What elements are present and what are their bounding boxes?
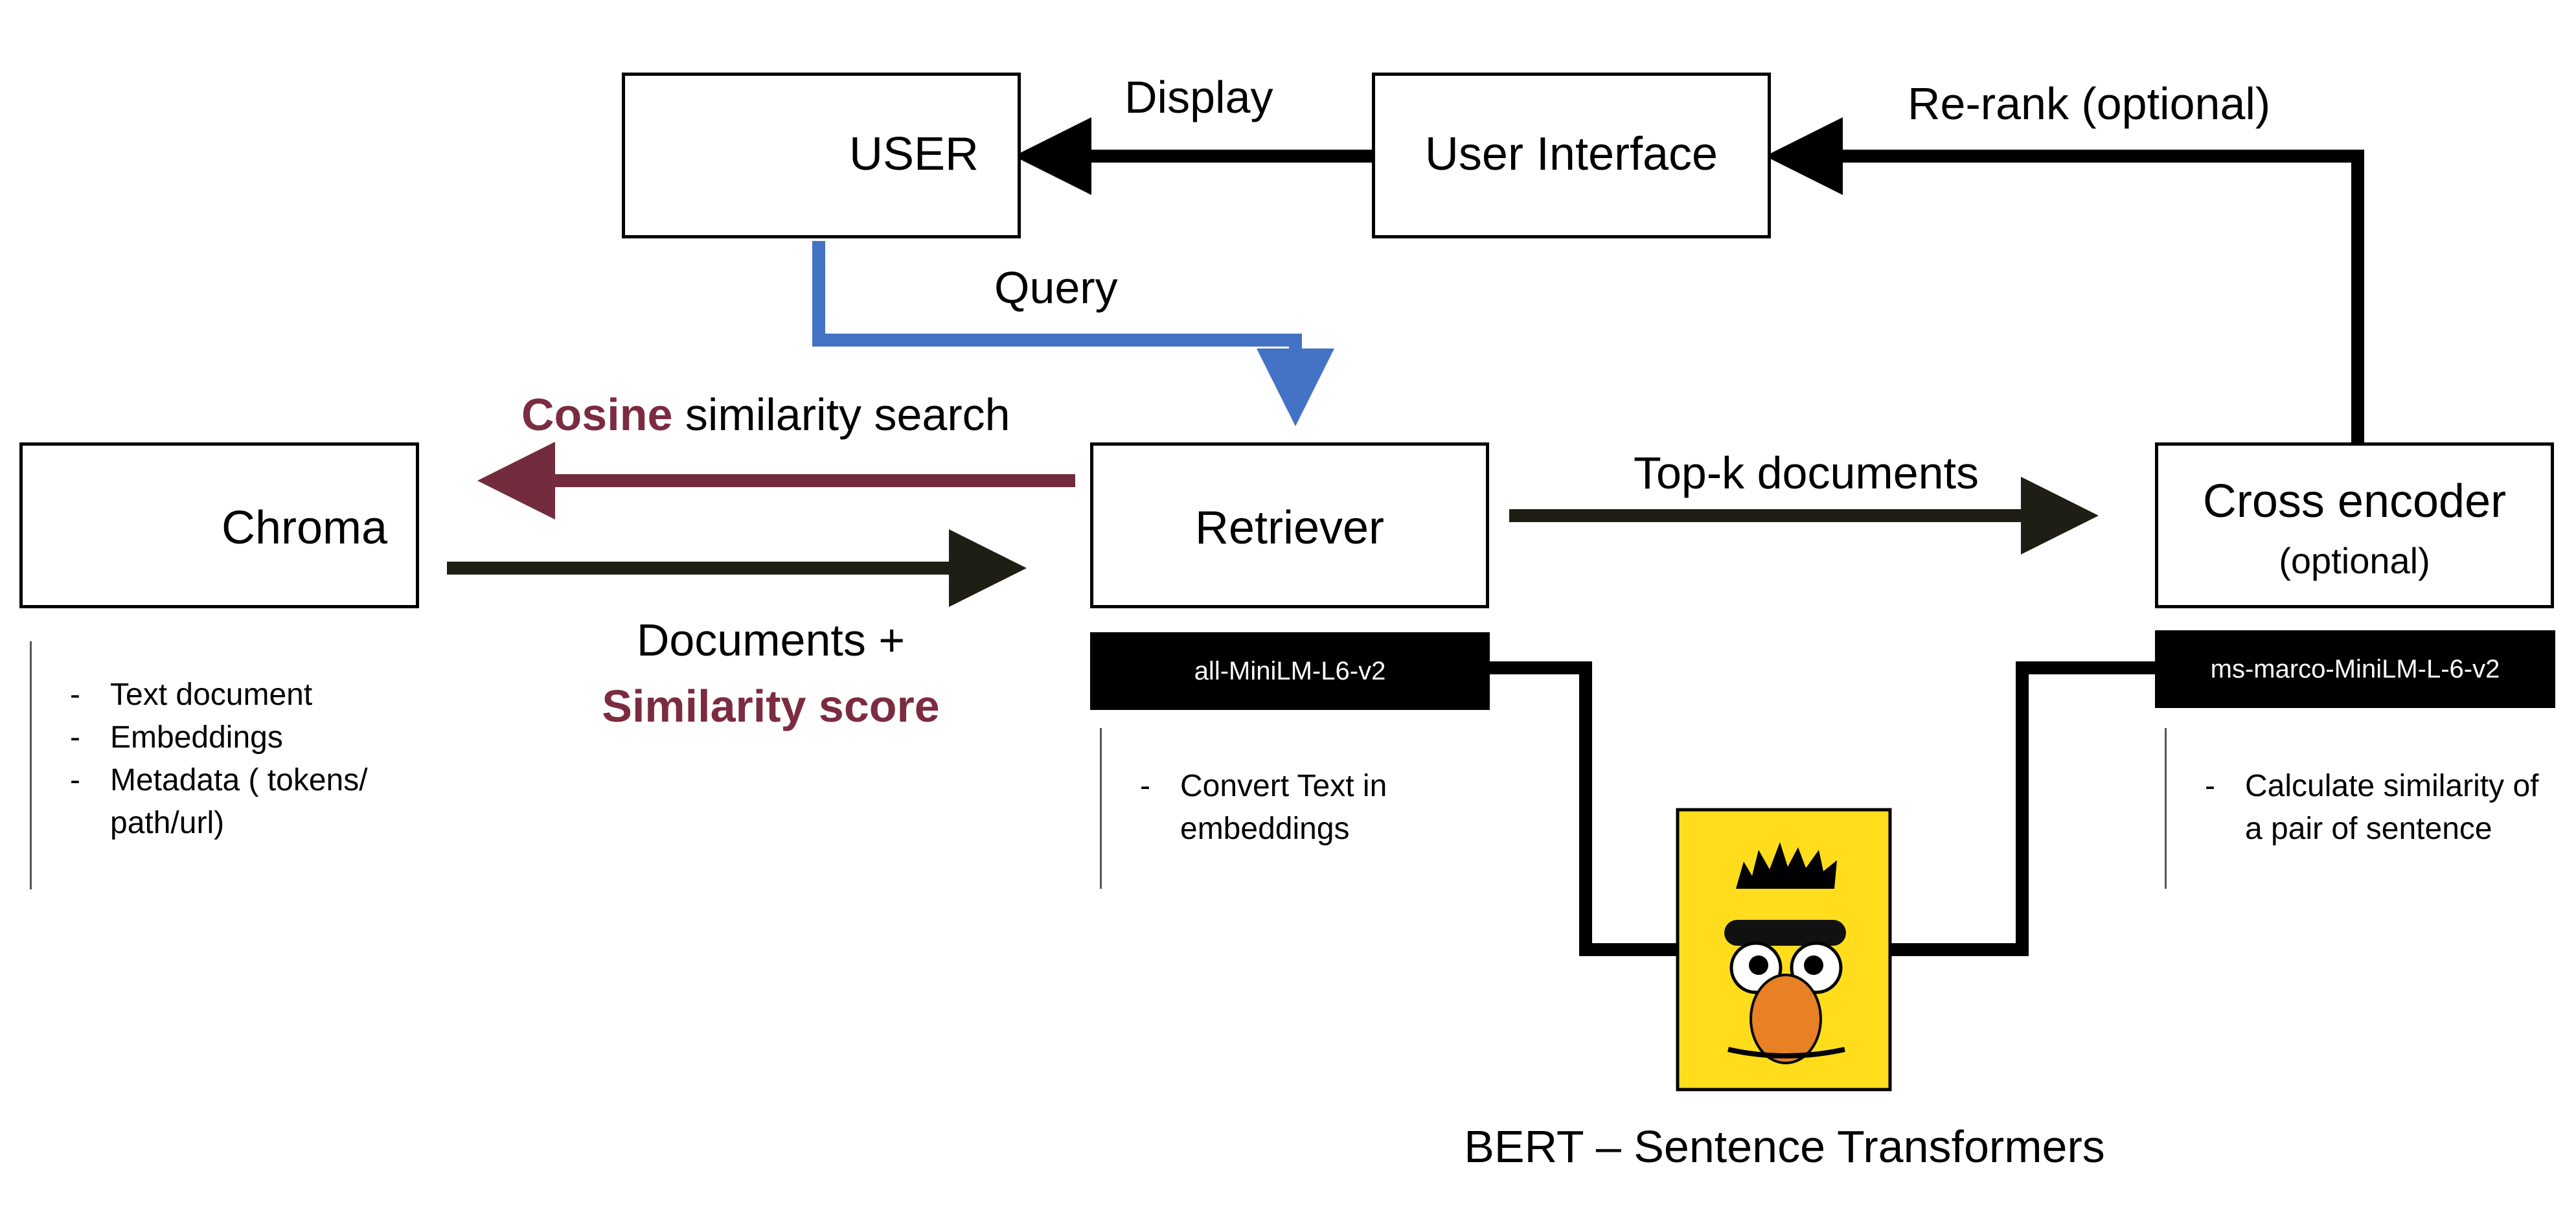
cosine-edge-label: Cosine similarity search xyxy=(521,389,1010,440)
cross-model-tag: ms-marco-MiniLM-L-6-v2 xyxy=(2155,630,2555,708)
retriever-label: Retriever xyxy=(1194,502,1385,554)
cross-encoder-label: Cross encoder xyxy=(2202,475,2507,527)
cosine-rest: similarity search xyxy=(672,389,1010,440)
retriever-notes-rule xyxy=(1100,728,1102,889)
rerank-edge-label: Re-rank (optional) xyxy=(1908,78,2271,129)
user-label: USER xyxy=(849,128,979,180)
chroma-note-item: Metadata ( tokens/ path/url) xyxy=(70,759,434,845)
chroma-note-item: Embeddings xyxy=(70,716,433,759)
retriever-node: Retriever xyxy=(1090,442,1489,608)
chroma-note-item: Text document xyxy=(70,674,433,716)
retriever-model-tag: all-MiniLM-L6-v2 xyxy=(1090,632,1490,710)
cross-encoder-notes: Calculate similarity of a pair of senten… xyxy=(2205,765,2542,851)
retriever-model-to-bert-line xyxy=(1490,661,1678,956)
query-arrow xyxy=(812,241,1334,426)
chroma-label: Chroma xyxy=(222,502,388,554)
similarity-score-label: Similarity score xyxy=(602,681,940,731)
topk-edge-label: Top-k documents xyxy=(1634,448,1979,498)
cross-encoder-note: (optional) xyxy=(2279,540,2430,581)
user-interface-label: User Interface xyxy=(1424,128,1718,180)
cross-encoder-node: Cross encoder (optional) xyxy=(2155,442,2554,608)
user-node: USER xyxy=(622,73,1021,238)
cosine-keyword: Cosine xyxy=(521,389,673,440)
user-interface-node: User Interface xyxy=(1372,73,1771,238)
bert-illustration xyxy=(1676,808,1892,1092)
cross-notes-rule xyxy=(2165,728,2167,889)
rerank-arrow xyxy=(1765,117,2364,442)
query-edge-label: Query xyxy=(994,262,1118,313)
retriever-note-item: Convert Text in embeddings xyxy=(1140,765,1425,851)
chroma-notes-rule xyxy=(30,641,32,889)
retriever-notes: Convert Text in embeddings xyxy=(1140,765,1425,851)
display-edge-label: Display xyxy=(1124,72,1273,122)
documents-edge-label: Documents + xyxy=(636,615,906,665)
cross-model-to-bert-line xyxy=(1890,661,2157,956)
cross-note-item: Calculate similarity of a pair of senten… xyxy=(2205,765,2542,851)
chroma-notes: Text document Embeddings Metadata ( toke… xyxy=(70,674,433,845)
chroma-node: Chroma xyxy=(19,442,419,608)
bert-caption: BERT – Sentence Transformers xyxy=(1464,1121,2105,1172)
